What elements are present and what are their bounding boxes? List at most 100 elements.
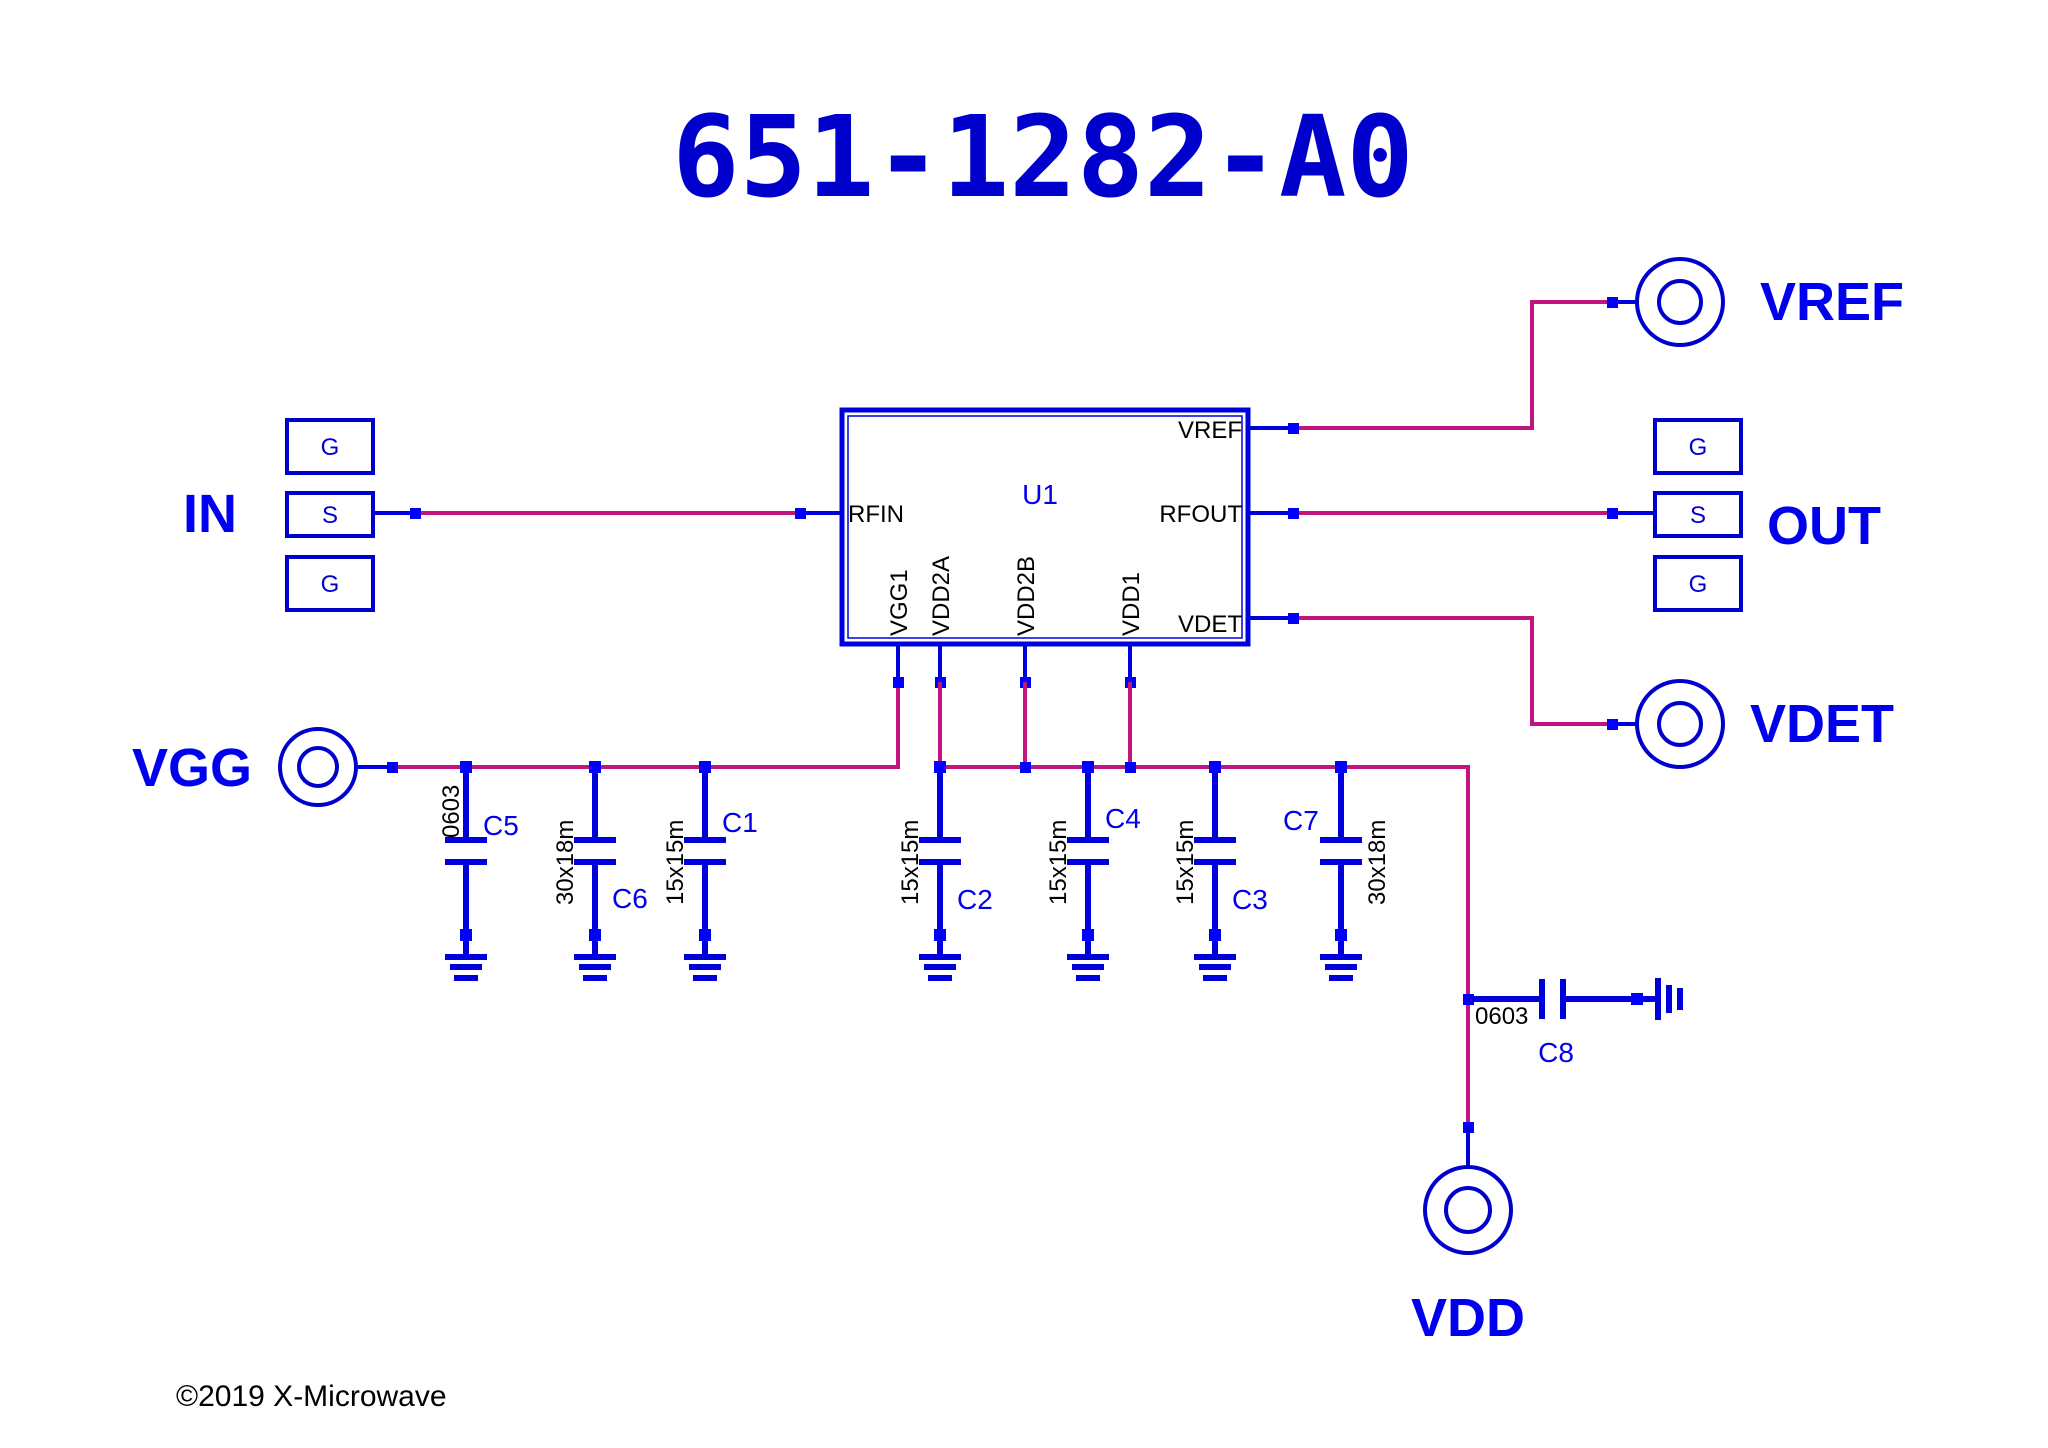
pin-label-rfout: RFOUT <box>1159 501 1242 528</box>
node <box>1209 929 1221 941</box>
ic-u1[interactable]: U1 VREF RFIN RFOUT VDET VGG1 VDD2A VDD2B… <box>839 407 1251 647</box>
net-rfin <box>373 508 842 519</box>
node <box>1082 929 1094 941</box>
copyright: ©2019 X-Microwave <box>176 1380 447 1413</box>
node <box>1607 508 1618 519</box>
port-vref[interactable]: VREF <box>1635 257 1904 347</box>
pin-label-vdd2b: VDD2B <box>1013 556 1040 636</box>
coax-connector-icon <box>1423 1165 1513 1255</box>
coax-connector-icon <box>1635 257 1725 347</box>
ground-icon <box>1655 978 1683 1020</box>
node <box>1288 423 1299 434</box>
coax-pin-icon <box>1657 279 1703 325</box>
ground-icon <box>1067 954 1109 981</box>
pad-out-g-bottom <box>1653 555 1743 612</box>
port-vdet[interactable]: VDET <box>1635 679 1894 769</box>
node <box>1020 762 1031 773</box>
node <box>387 762 398 773</box>
ic-body-outer <box>839 407 1251 647</box>
node <box>589 761 601 773</box>
coax-pin-icon <box>1657 701 1703 747</box>
capacitor-c8[interactable]: 0603 C8 <box>1468 978 1683 1068</box>
port-label-in: IN <box>183 484 237 544</box>
cap-size-c8: 0603 <box>1475 1003 1528 1030</box>
ground-icon <box>1320 954 1362 981</box>
cap-size-c7: 30x18m <box>1364 820 1391 905</box>
port-vdd[interactable]: VDD <box>1411 1165 1525 1348</box>
capacitor-c7[interactable]: C7 30x18m <box>1283 761 1391 981</box>
cap-refdes-c8: C8 <box>1538 1037 1574 1068</box>
node <box>1631 993 1643 1005</box>
coax-pin-icon <box>297 746 339 788</box>
pin-label-vdd2a: VDD2A <box>928 556 955 636</box>
pad-in-s-label: S <box>322 502 338 529</box>
pad-in-g-bottom-label: G <box>321 571 340 598</box>
node <box>1335 929 1347 941</box>
cap-refdes-c7: C7 <box>1283 805 1319 836</box>
cap-size-c5: 0603 <box>438 785 465 838</box>
cap-size-c4: 15x15m <box>1045 820 1072 905</box>
cap-refdes-c2: C2 <box>957 884 993 915</box>
pad-in-g-bottom <box>285 555 375 612</box>
ground-icon <box>684 954 726 981</box>
pin-label-vdet: VDET <box>1178 611 1242 638</box>
capacitor-c1[interactable]: C1 15x15m <box>662 761 758 981</box>
node <box>1209 761 1221 773</box>
coax-connector-icon <box>1635 679 1725 769</box>
capacitor-c3[interactable]: C3 15x15m <box>1172 761 1268 981</box>
cap-size-c6: 30x18m <box>552 820 579 905</box>
node <box>1607 297 1618 308</box>
ground-icon <box>574 954 616 981</box>
cap-size-c2: 15x15m <box>897 820 924 905</box>
node <box>699 761 711 773</box>
node <box>1607 719 1618 730</box>
capacitor-c4[interactable]: C4 15x15m <box>1045 761 1141 981</box>
cap-refdes-c6: C6 <box>612 883 648 914</box>
port-vgg[interactable]: VGG <box>132 727 358 807</box>
cap-refdes-c3: C3 <box>1232 884 1268 915</box>
node <box>934 761 946 773</box>
port-out[interactable]: G S G OUT <box>1653 418 1881 612</box>
cap-refdes-c4: C4 <box>1105 803 1141 834</box>
pad-out-g-top <box>1653 418 1743 475</box>
node <box>699 929 711 941</box>
pin-label-rfin: RFIN <box>848 501 904 528</box>
cap-size-c1: 15x15m <box>662 820 689 905</box>
net-vdd <box>935 644 1474 1167</box>
port-in[interactable]: IN G S G <box>183 418 375 612</box>
cap-refdes-c1: C1 <box>722 807 758 838</box>
pad-out-g-top-label: G <box>1689 434 1708 461</box>
node <box>460 929 472 941</box>
ic-body-inner <box>847 415 1243 639</box>
ground-icon <box>919 954 961 981</box>
capacitor-c5[interactable]: C5 0603 <box>438 761 519 981</box>
net-vdet <box>1248 613 1637 730</box>
pin-label-vdd1: VDD1 <box>1118 572 1145 636</box>
pad-in-g-top-label: G <box>321 434 340 461</box>
cap-size-c3: 15x15m <box>1172 820 1199 905</box>
cap-refdes-c5: C5 <box>483 810 519 841</box>
net-vref <box>1248 297 1637 434</box>
node <box>934 929 946 941</box>
port-label-vref: VREF <box>1760 272 1904 332</box>
capacitor-c2[interactable]: C2 15x15m <box>897 761 993 981</box>
node <box>1335 761 1347 773</box>
pad-out-s-label: S <box>1690 502 1706 529</box>
capacitor-c6[interactable]: C6 30x18m <box>552 761 648 981</box>
node <box>589 929 601 941</box>
net-rfout <box>1248 508 1655 519</box>
net-vgg <box>356 644 904 773</box>
pad-out-g-bottom-label: G <box>1689 571 1708 598</box>
port-label-out: OUT <box>1767 496 1881 556</box>
node <box>893 677 904 688</box>
port-label-vdet: VDET <box>1750 694 1894 754</box>
pad-in-g-top <box>285 418 375 475</box>
node <box>1082 761 1094 773</box>
node <box>795 508 806 519</box>
schematic-title: 651-1282-A0 <box>672 93 1414 223</box>
node <box>460 761 472 773</box>
pin-label-vref: VREF <box>1178 417 1242 444</box>
port-label-vgg: VGG <box>132 738 252 798</box>
node <box>410 508 421 519</box>
